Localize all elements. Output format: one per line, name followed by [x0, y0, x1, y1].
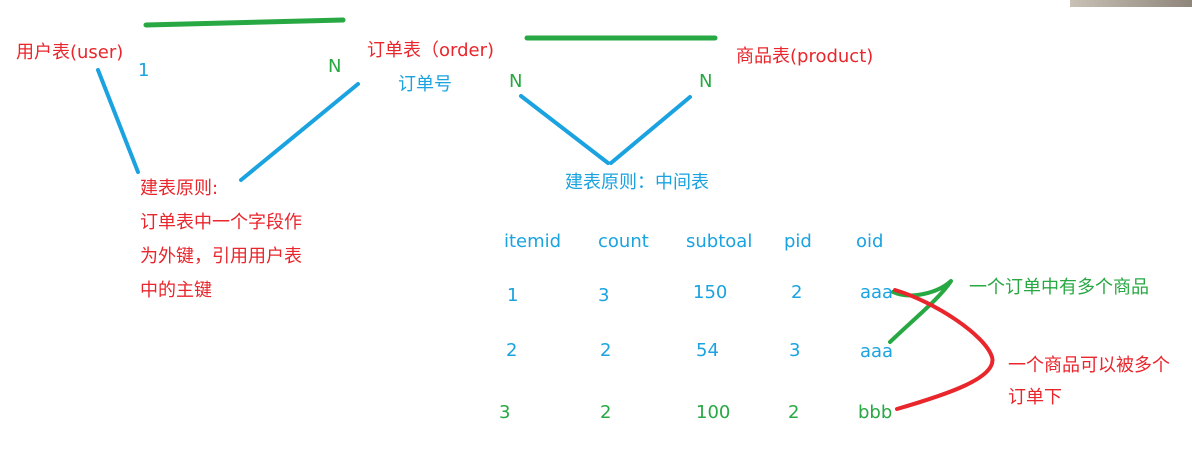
order-to-principle-line [239, 82, 360, 182]
principle-line: 中的主键 [140, 280, 212, 301]
table-cell: 100 [696, 402, 731, 423]
product-to-middle-table-line [609, 95, 692, 165]
table-cell: 2 [600, 340, 612, 361]
annotation-line: 订单下 [1008, 387, 1062, 408]
table-cell: 150 [693, 282, 728, 303]
table-cell: 2 [600, 402, 612, 423]
principle-line: 订单表中一个字段作 [140, 212, 302, 233]
principle-line: 为外键，引用用户表 [140, 246, 302, 267]
order-number-label: 订单号 [398, 74, 452, 95]
order-table-label: 订单表（order) [367, 40, 495, 61]
cardinality-one: 1 [138, 60, 150, 81]
user-to-principle-line [96, 68, 140, 174]
order-has-many-products-annotation: 一个订单中有多个商品 [969, 277, 1149, 298]
table-cell: bbb [858, 402, 893, 423]
table-cell: 3 [789, 340, 801, 361]
user-table-label: 用户表(user) [16, 42, 124, 63]
product-table-label: 商品表(product) [736, 46, 874, 67]
one-to-many-principle-note: 建表原则: 订单表中一个字段作 为外键，引用用户表 中的主键 [140, 172, 330, 308]
cardinality-n-product: N [699, 71, 713, 92]
red-curve-marker [893, 288, 995, 411]
window-corner-fragment [1070, 0, 1192, 7]
cardinality-n-order: N [328, 56, 342, 77]
table-cell: 3 [598, 285, 610, 306]
table-cell: aaa [860, 341, 894, 362]
product-in-many-orders-annotation: 一个商品可以被多个 订单下 [1008, 350, 1170, 414]
table-cell: 2 [788, 402, 800, 423]
column-header: itemid [504, 231, 562, 252]
table-cell: 2 [791, 282, 803, 303]
table-cell: 3 [499, 402, 511, 423]
annotation-line: 一个商品可以被多个 [1008, 355, 1170, 376]
column-header: count [598, 231, 649, 252]
principle-line: 建表原则: [140, 178, 219, 199]
cardinality-n-order-mid: N [509, 71, 523, 92]
table-cell: 2 [506, 340, 518, 361]
column-header: subtoal [686, 231, 753, 252]
table-cell: 54 [696, 340, 719, 361]
column-header: pid [784, 231, 812, 252]
table-cell: 1 [507, 285, 519, 306]
table-cell: aaa [860, 282, 894, 303]
user-order-relation-bar [143, 17, 346, 28]
many-to-many-principle-note: 建表原则：中间表 [565, 172, 709, 193]
order-to-middle-table-line [519, 94, 610, 165]
column-header: oid [856, 231, 884, 252]
